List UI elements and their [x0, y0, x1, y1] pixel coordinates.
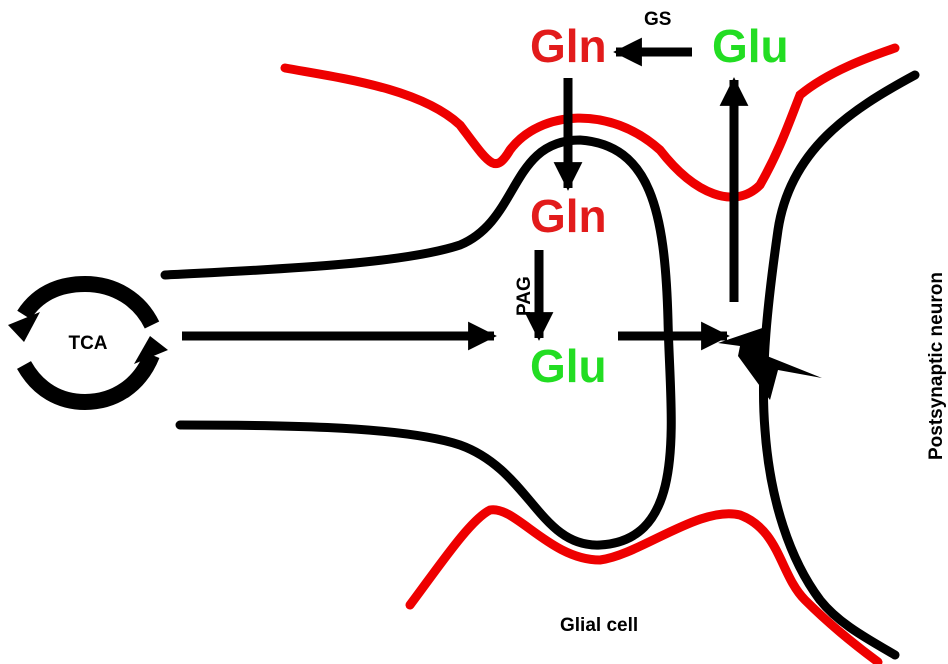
presynaptic-membrane-top	[160, 135, 676, 550]
pag-label: PAG	[514, 276, 535, 316]
glial-membrane-top	[280, 43, 900, 202]
gln-mid-label: Gln	[530, 190, 607, 242]
postsynaptic-neuron-label: Postsynaptic neuron	[926, 272, 947, 460]
glu-mid-label: Glu	[530, 340, 607, 392]
gs-label: GS	[644, 9, 671, 30]
tca-label: TCA	[68, 333, 107, 354]
glial-cell-label: Glial cell	[560, 615, 638, 636]
glial-membrane-bottom	[405, 505, 883, 664]
lightning-bolt-icon	[718, 326, 822, 400]
glu-top-label: Glu	[712, 20, 789, 72]
postsynaptic-membrane	[758, 70, 920, 660]
tca-cycle-icon	[8, 275, 168, 411]
gln-top-label: Gln	[530, 20, 607, 72]
